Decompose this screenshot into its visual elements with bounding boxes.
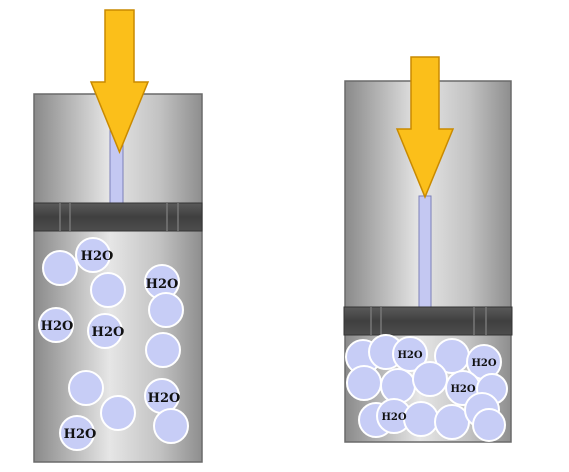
molecule-label: H2O [471, 358, 496, 369]
left-piston [33, 202, 203, 232]
molecule [38, 307, 74, 343]
molecule [153, 408, 189, 444]
molecule [148, 292, 184, 328]
molecule [75, 237, 111, 273]
right-gas-molecules: H2O H2O H2O H2O [345, 334, 508, 442]
molecule [380, 368, 416, 404]
molecule [346, 365, 382, 401]
molecule [145, 332, 181, 368]
molecule [68, 370, 104, 406]
molecule-label: H2O [81, 249, 114, 264]
molecule [403, 401, 439, 437]
molecule [87, 313, 123, 349]
molecule [412, 361, 448, 397]
right-piston [343, 306, 513, 336]
molecule [59, 415, 95, 451]
molecule-label: H2O [381, 412, 406, 423]
molecule [472, 408, 506, 442]
molecule-label: H2O [92, 325, 125, 340]
molecule-label: H2O [64, 427, 97, 442]
molecule [90, 272, 126, 308]
molecule [42, 250, 78, 286]
right-down-arrow-icon [395, 56, 455, 199]
molecule-label: H2O [148, 391, 181, 406]
molecule-label: H2O [450, 384, 475, 395]
right-piston-rod [418, 195, 432, 308]
molecule-label: H2O [41, 319, 74, 334]
left-gas-molecules: H2O H2O H2O H2O H2O H2O [38, 237, 189, 451]
molecule-label: H2O [397, 350, 422, 361]
molecule [100, 395, 136, 431]
right-cylinder: H2O H2O H2O H2O [343, 56, 513, 443]
left-cylinder: H2O H2O H2O H2O H2O H2O [33, 9, 203, 463]
left-down-arrow-icon [89, 9, 150, 154]
molecule [434, 404, 470, 440]
molecule-label: H2O [146, 277, 179, 292]
molecule [392, 336, 428, 372]
